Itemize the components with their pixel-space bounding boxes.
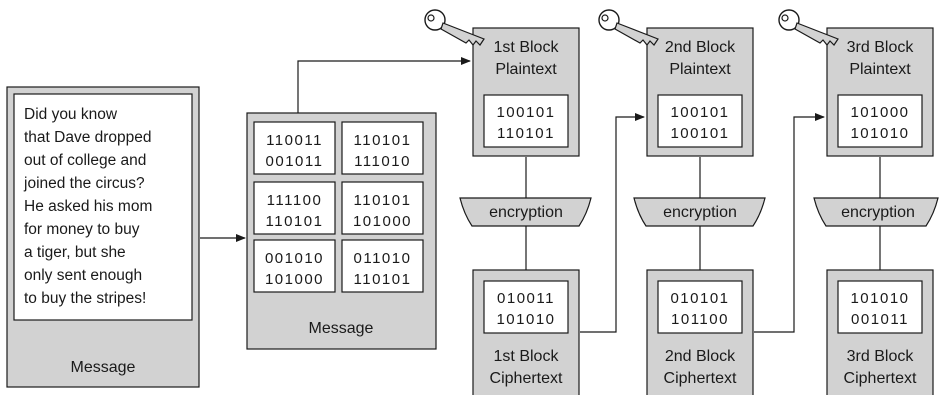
bits-line: 101000: [353, 213, 412, 230]
bits-line: 100101: [670, 125, 729, 142]
bits-line: 110011: [266, 132, 323, 149]
message-line: a tiger, but she: [24, 244, 126, 261]
bits-line: 110101: [354, 192, 412, 209]
message-blocks-panel: 110011 001011 110101 111010 111100 11010…: [246, 112, 437, 350]
bits-line: 110101: [354, 132, 412, 149]
message-line: joined the circus?: [23, 175, 145, 192]
plaintext-label: 2nd Block: [665, 39, 736, 56]
message-line: only sent enough: [24, 267, 142, 284]
bits-line: 110101: [354, 271, 412, 288]
bits-line: 101000: [265, 271, 324, 288]
block-column-3: 3rd Block Plaintext 101000 101010 encryp…: [813, 27, 939, 395]
message-block-cell: [341, 239, 424, 293]
plaintext-label: Plaintext: [495, 61, 557, 78]
ciphertext-label: 1st Block: [494, 348, 560, 365]
bits-line: 001011: [266, 153, 324, 170]
bits-line: 110101: [266, 213, 324, 230]
bits-line: 001010: [265, 250, 324, 267]
encryption-label: encryption: [489, 204, 563, 221]
message-line: Did you know: [24, 106, 118, 123]
arrow-cipher1-to-plaintext2: [580, 113, 645, 333]
plaintext-label: 3rd Block: [847, 39, 915, 56]
key-icon: [598, 9, 659, 46]
message-line: out of college and: [24, 152, 146, 169]
bits-line: 100101: [496, 104, 555, 121]
bits-line: 001011: [851, 311, 909, 328]
message-block-cell: [253, 121, 336, 175]
key-icon: [424, 9, 485, 46]
arrow-blocks-to-first-plaintext: [297, 57, 471, 113]
bits-line: 101100: [671, 311, 729, 328]
bits-line: 111100: [267, 192, 323, 209]
plaintext-label: Plaintext: [849, 61, 911, 78]
message-block-cell: [341, 121, 424, 175]
message-line: He asked his mom: [24, 198, 152, 215]
encryption-label: encryption: [841, 204, 915, 221]
bits-line: 101010: [850, 125, 909, 142]
message-text-panel: Did you know that Dave dropped out of co…: [6, 86, 200, 388]
message-blocks-caption: Message: [309, 320, 374, 337]
block-column-2: 2nd Block Plaintext 100101 100101 encryp…: [633, 27, 766, 395]
encryption-shape: [813, 197, 939, 227]
message-text-caption: Message: [71, 359, 136, 376]
message-block-cell: [253, 181, 336, 235]
ciphertext-label: 3rd Block: [847, 348, 915, 365]
message-block-cell: [253, 239, 336, 293]
encryption-label: encryption: [663, 204, 737, 221]
encryption-shape: [459, 197, 592, 227]
ciphertext-label: 2nd Block: [665, 348, 736, 365]
bits-line: 110101: [497, 125, 555, 142]
key-icon: [778, 9, 839, 46]
message-block-cell: [341, 181, 424, 235]
ciphertext-label: Ciphertext: [664, 370, 737, 387]
message-line: for money to buy: [24, 221, 140, 238]
ciphertext-label: Ciphertext: [844, 370, 917, 387]
bits-line: 011010: [354, 250, 412, 267]
bits-line: 010011: [497, 290, 555, 307]
message-line: that Dave dropped: [24, 129, 152, 146]
plaintext-label: Plaintext: [669, 61, 731, 78]
bits-line: 100101: [670, 104, 729, 121]
arrow-cipher2-to-plaintext3: [754, 113, 825, 333]
block-column-1: 1st Block Plaintext 100101 110101 encryp…: [459, 27, 592, 395]
bits-line: 101000: [850, 104, 909, 121]
bits-line: 010101: [670, 290, 729, 307]
message-line: to buy the stripes!: [24, 290, 146, 307]
ciphertext-label: Ciphertext: [490, 370, 563, 387]
plaintext-label: 1st Block: [494, 39, 560, 56]
bits-line: 111010: [354, 153, 411, 170]
bits-line: 101010: [850, 290, 909, 307]
encryption-shape: [633, 197, 766, 227]
bits-line: 101010: [496, 311, 555, 328]
